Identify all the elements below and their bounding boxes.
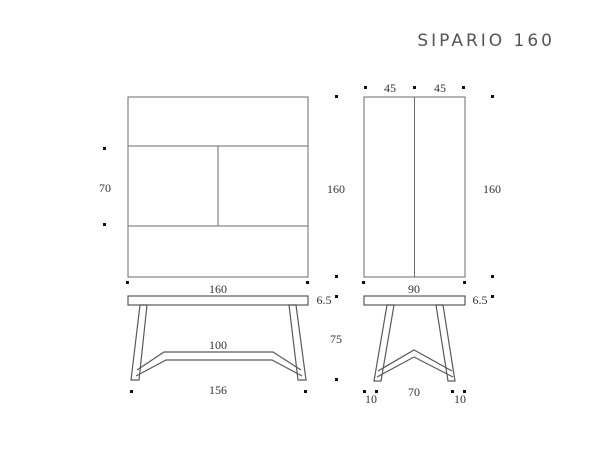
table-front-crossbar-upper: [136, 351, 302, 371]
dim-tick: [363, 390, 366, 393]
front-compartment-height-label: 70: [99, 181, 111, 195]
table-front-top: [127, 295, 309, 306]
product-title: SIPARIO 160: [417, 31, 555, 51]
dim-tick: [126, 281, 129, 284]
dim-tick: [491, 295, 494, 298]
front-view: 160 70 160: [99, 95, 345, 296]
dim-tick: [130, 390, 133, 393]
table-front-base-span-label: 156: [209, 383, 227, 397]
side-door-right-width-label: 45: [434, 81, 446, 95]
table-front-left-leg: [130, 304, 148, 381]
table-side-base-span-label: 70: [408, 385, 420, 399]
dim-tick: [306, 281, 309, 284]
dim-tick: [451, 390, 454, 393]
table-front-height-label: 75: [330, 332, 342, 346]
side-view: 45 45 160 90: [362, 81, 501, 296]
table-front-view: 6.5 100 75 156: [127, 293, 342, 397]
table-front-crossbar-lower: [135, 359, 303, 377]
front-height-label: 160: [327, 182, 345, 196]
dim-tick: [364, 86, 367, 89]
table-side-left-leg: [373, 304, 395, 382]
dim-tick: [103, 147, 106, 150]
dim-tick: [335, 378, 338, 381]
dim-tick: [463, 390, 466, 393]
table-side-crossbar-upper: [377, 349, 453, 372]
table-side-crossbar-lower: [376, 356, 454, 378]
front-width-label: 160: [209, 282, 227, 296]
side-height-label: 160: [483, 182, 501, 196]
dim-tick: [462, 86, 465, 89]
side-depth-label: 90: [408, 282, 420, 296]
dim-tick: [335, 95, 338, 98]
table-side-view: 6.5 70 10 10: [363, 293, 494, 406]
table-side-left-offset-label: 10: [365, 392, 377, 406]
dim-tick: [491, 95, 494, 98]
front-outline: [127, 96, 309, 278]
table-side-right-offset-label: 10: [454, 392, 466, 406]
table-front-right-leg: [288, 304, 307, 381]
dim-tick: [463, 281, 466, 284]
side-door-left-width-label: 45: [384, 81, 396, 95]
table-side-thickness-label: 6.5: [473, 293, 488, 307]
table-front-crossbar-label: 100: [209, 338, 227, 352]
dim-tick: [335, 295, 338, 298]
table-side-top: [363, 295, 466, 306]
table-front-thickness-label: 6.5: [317, 293, 332, 307]
dim-tick: [413, 86, 416, 89]
dim-tick: [335, 275, 338, 278]
dim-tick: [375, 390, 378, 393]
dim-tick: [304, 390, 307, 393]
dim-tick: [491, 275, 494, 278]
dim-tick: [362, 281, 365, 284]
table-side-right-leg: [435, 304, 456, 382]
dim-tick: [103, 223, 106, 226]
